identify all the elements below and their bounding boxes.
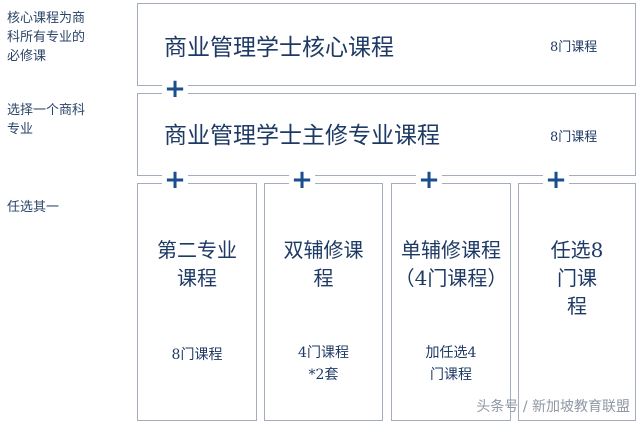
option-title: 单辅修课程（4门课程） [394, 238, 508, 290]
plus-icon: + [543, 167, 569, 193]
major-title: 商业管理学士主修专业课程 [164, 123, 440, 149]
plus-icon: + [416, 167, 442, 193]
plus-icon: + [162, 76, 188, 102]
plus-icon: + [289, 167, 315, 193]
option-sub: 8门课程 [171, 347, 223, 363]
option-electives: 任选8门课程 [518, 183, 636, 421]
label-core: 核心课程为商科所有专业的必修课 [7, 11, 86, 64]
option-title: 任选8门课程 [550, 238, 604, 318]
option-sub: 4门课程*2套 [298, 345, 349, 383]
option-single-minor: 单辅修课程（4门课程） 加任选4门课程 [391, 183, 511, 421]
major-count: 8门课程 [550, 130, 598, 145]
core-count: 8门课程 [550, 40, 598, 55]
watermark: 头条号 / 新加坡教育联盟 [476, 399, 630, 415]
option-title: 第二专业课程 [157, 238, 237, 290]
core-courses-box: 商业管理学士核心课程 8门课程 [137, 3, 636, 86]
label-major: 选择一个商科专业 [7, 103, 86, 137]
option-sub: 加任选4门课程 [425, 345, 477, 383]
core-title: 商业管理学士核心课程 [164, 35, 394, 61]
option-title: 双辅修课程 [283, 238, 364, 290]
label-choose-one: 任选其一 [7, 200, 60, 215]
plus-icon: + [162, 167, 188, 193]
option-double-minor: 双辅修课程 4门课程*2套 [264, 183, 383, 421]
option-second-major: 第二专业课程 8门课程 [137, 183, 257, 421]
major-courses-box: 商业管理学士主修专业课程 8门课程 [137, 93, 636, 176]
